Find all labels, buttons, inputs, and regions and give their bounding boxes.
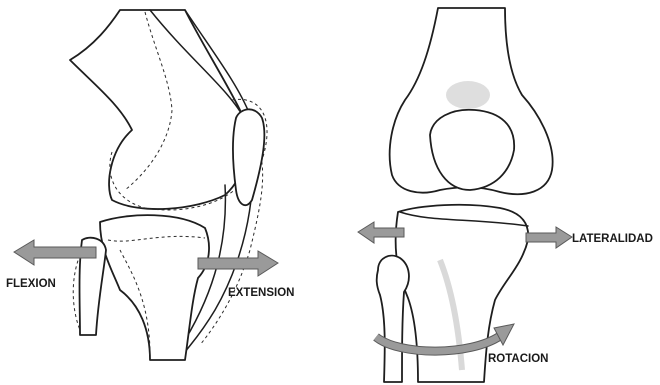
- extension-arrow: [198, 251, 278, 276]
- label-rotacion: ROTACION: [488, 353, 548, 365]
- fibula-frontal: [377, 256, 409, 382]
- label-extension: EXTENSION: [228, 287, 294, 299]
- label-lateralidad: LATERALIDAD: [572, 233, 653, 245]
- patella: [233, 109, 264, 205]
- femur-lateral: [70, 10, 246, 209]
- lateralidad-arrow: [526, 227, 572, 248]
- lateral-view: FLEXION EXTENSION: [6, 10, 294, 360]
- frontal-view: LATERALIDAD ROTACION: [358, 8, 653, 382]
- label-flexion: FLEXION: [6, 278, 56, 290]
